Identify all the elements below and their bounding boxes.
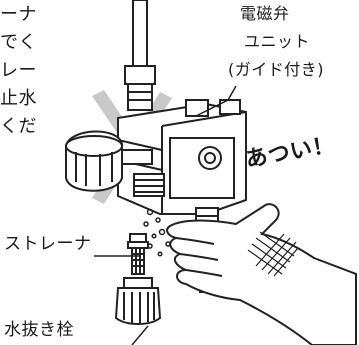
valve-cap xyxy=(65,130,153,192)
instruction-line-3: レー xyxy=(0,60,37,81)
valve-label-leader xyxy=(195,85,237,117)
drain-plug-part xyxy=(114,277,162,325)
instruction-line-4: 止水 xyxy=(0,88,37,109)
drain-plug-leader xyxy=(131,325,149,345)
instruction-line-1: ーナ xyxy=(0,4,37,25)
hand xyxy=(166,203,357,345)
strainer-label: ストレーナ xyxy=(4,234,92,254)
instruction-line-2: でく xyxy=(0,32,37,53)
instruction-line-5: くだ xyxy=(0,116,37,137)
valve-label-line-1: 電磁弁 xyxy=(240,4,290,23)
water-drops xyxy=(143,208,171,257)
drain-plug-label: 水抜き栓 xyxy=(4,320,74,340)
valve-label-line-2: ユニット xyxy=(244,32,311,51)
valve-label-line-3: (ガイド付き) xyxy=(228,60,324,79)
supply-pipe xyxy=(124,0,156,111)
heat-mark xyxy=(247,231,299,277)
strainer-part xyxy=(127,233,149,275)
